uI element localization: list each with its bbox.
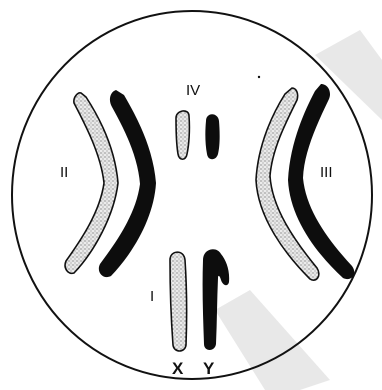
label-y: Y xyxy=(203,359,215,378)
label-i: I xyxy=(150,288,154,305)
chromosome-x-stippled xyxy=(170,252,187,351)
speck-mark xyxy=(258,76,260,78)
label-x: X xyxy=(172,359,184,378)
label-iii: III xyxy=(320,164,333,181)
chromosome-y-solid xyxy=(203,249,230,350)
chromosome-iv-stippled xyxy=(176,111,189,159)
chromosome-iv-solid xyxy=(205,114,219,159)
label-ii: II xyxy=(60,164,68,181)
chromosome-ii-stippled xyxy=(65,93,118,273)
label-iv: IV xyxy=(186,82,200,99)
